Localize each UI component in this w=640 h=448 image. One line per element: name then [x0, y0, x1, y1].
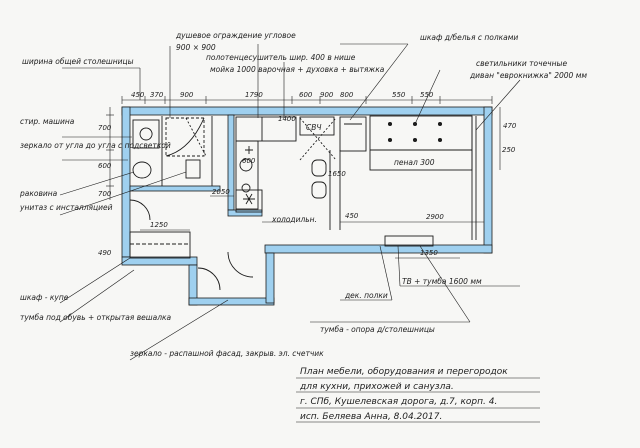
counter-side	[235, 140, 259, 210]
dim-450: 450	[131, 91, 145, 99]
microwave-shelf	[299, 116, 335, 136]
counter-top	[235, 116, 297, 142]
shower-enclosure	[165, 117, 205, 157]
dim-1650: 1650	[328, 170, 346, 178]
dim-600c: 600	[98, 162, 112, 170]
dim-600b: 600	[242, 157, 256, 165]
shower-door-arc	[165, 117, 205, 157]
walls	[121, 106, 493, 306]
label-fridge: холодильн.	[271, 215, 317, 224]
dim-1250: 1250	[150, 221, 168, 229]
leader-lines	[59, 43, 521, 361]
label-sink-stove: мойка 1000 варочная + духовка + вытяжка	[210, 65, 385, 74]
tv-stand	[384, 235, 434, 247]
label-washer: стир. машина	[20, 117, 75, 126]
dimension-texts: 450 370 900 1790 600 900 800 550 550 470…	[98, 91, 517, 257]
dim-700b: 700	[98, 190, 112, 198]
title-underlines	[296, 377, 540, 423]
label-counter-width: ширина общей столешницы	[22, 57, 134, 66]
label-sofa: диван "еврокнижка" 2000 мм	[469, 71, 587, 80]
fridge-snow-icon	[243, 193, 255, 205]
label-basin: раковина	[19, 189, 58, 198]
fixtures	[129, 115, 477, 291]
fridge	[235, 189, 263, 213]
dim-600: 600	[299, 91, 313, 99]
label-shower-corner: душевое ограждение угловое	[175, 31, 296, 40]
label-spotlights: светильники точечные	[476, 59, 567, 68]
label-tumba-support: тумба - опора д/столешницы	[320, 325, 435, 334]
basin-icon	[132, 161, 152, 179]
dimension-lines	[106, 96, 501, 259]
label-pencil-case: пенал 300	[394, 158, 435, 167]
dim-700: 700	[98, 124, 112, 132]
label-wc: унитаз с инсталляцией	[19, 203, 113, 212]
dim-450b: 450	[345, 212, 359, 220]
washing-machine-icon	[132, 119, 160, 149]
label-mirror: зеркало от угла до угла с подсветкой	[20, 141, 171, 150]
title-line-4: исп. Беляева Анна, 8.04.2017.	[300, 412, 442, 422]
label-wardrobe: шкаф д/белья с полками	[420, 33, 518, 42]
title-line-1: План мебели, оборудования и перегородок	[300, 367, 508, 377]
door-arc	[227, 251, 254, 278]
label-tv: ТВ + тумба 1600 мм	[402, 277, 482, 286]
dim-550a: 550	[392, 91, 406, 99]
dim-470: 470	[503, 122, 517, 130]
dim-370: 370	[150, 91, 164, 99]
dim-490: 490	[98, 249, 112, 257]
dim-1350: 1350	[420, 249, 438, 257]
washer-drum-icon	[139, 127, 153, 141]
dim-250: 250	[502, 146, 516, 154]
annotations: душевое ограждение угловое 900 × 900 пол…	[19, 31, 587, 358]
dim-800: 800	[340, 91, 354, 99]
door-arc	[129, 199, 151, 221]
title-block: План мебели, оборудования и перегородок …	[299, 367, 508, 422]
label-shower-size: 900 × 900	[176, 43, 216, 52]
dim-900b: 900	[320, 91, 334, 99]
label-svch: СВЧ	[306, 123, 322, 132]
wardrobe-shelves	[339, 116, 367, 152]
title-line-2: для кухни, прихожей и санузла.	[299, 382, 454, 392]
dim-900: 900	[180, 91, 194, 99]
label-coupe: шкаф - купе	[20, 293, 69, 302]
label-towel-rail: полотенцесушитель шир. 400 в нише	[206, 53, 356, 62]
coupe-wardrobe	[129, 231, 191, 259]
label-mirror-facade: зеркало - распашной фасад, закрыв. эл. с…	[130, 349, 324, 358]
dim-550b: 550	[420, 91, 434, 99]
wc-icon	[185, 159, 201, 179]
dim-1790: 1790	[245, 91, 263, 99]
dim-2050: 2050	[212, 188, 230, 196]
label-shoe-stand: тумба под обувь + открытая вешалка	[20, 313, 172, 322]
sink-icon	[239, 158, 253, 172]
label-dec-shelves: дек. полки	[344, 291, 388, 300]
dim-2900: 2900	[426, 213, 444, 221]
dim-1400: 1400	[278, 115, 296, 123]
door-arc	[197, 267, 221, 291]
stove-burner-icon	[245, 146, 253, 154]
title-line-3: г. СПб, Кушелевская дорога, д.7, корп. 4…	[300, 397, 497, 407]
